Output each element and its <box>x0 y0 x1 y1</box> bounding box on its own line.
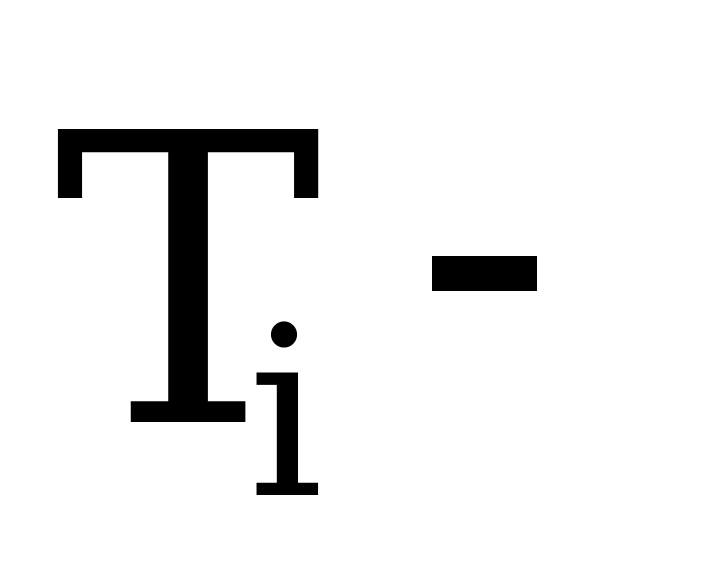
subscript-symbol: i <box>248 276 324 551</box>
minus-sign <box>432 256 537 291</box>
base-symbol: T <box>54 49 323 517</box>
